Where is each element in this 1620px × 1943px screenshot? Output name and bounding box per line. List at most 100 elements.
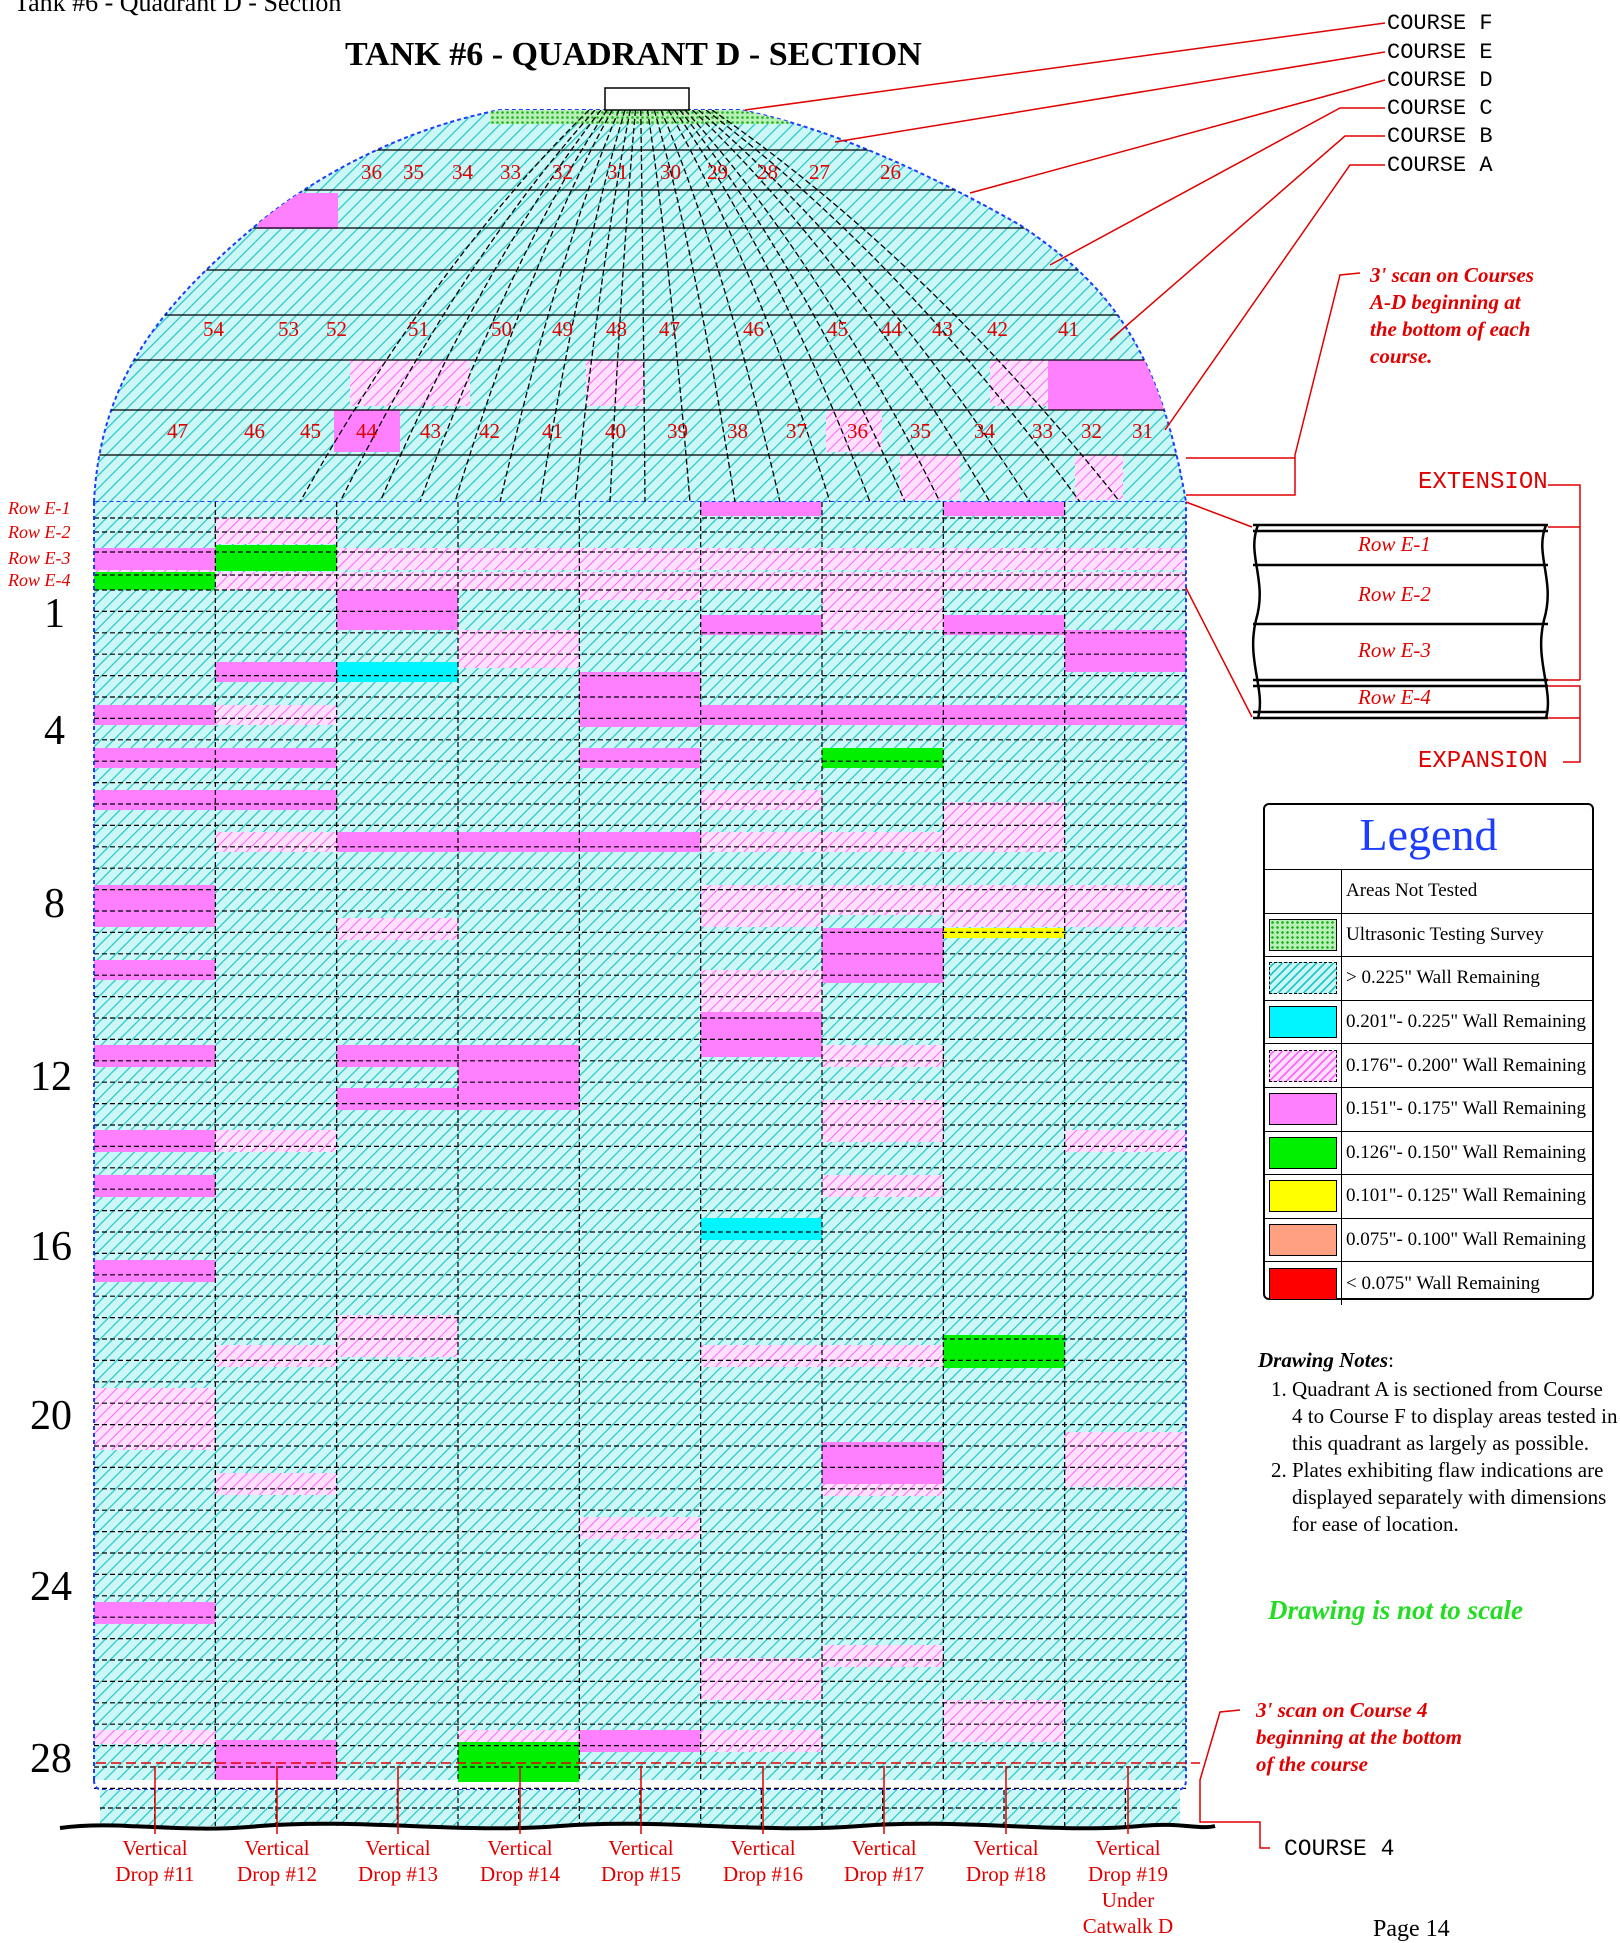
legend-label: 0.201"- 0.225" Wall Remaining	[1346, 1011, 1587, 1033]
plate-area	[822, 1442, 944, 1484]
course-number: 16	[30, 1224, 72, 1270]
dome-plate-number: 32	[552, 160, 573, 184]
expansion-label: EXPANSION	[1418, 748, 1548, 775]
dome-plate-number: 42	[479, 419, 500, 443]
plate-area	[94, 548, 216, 570]
legend-item: < 0.075" Wall Remaining	[1265, 1262, 1592, 1305]
dome-plate-number: 34	[452, 160, 473, 184]
extension-label: EXTENSION	[1418, 469, 1548, 496]
plate-area	[579, 1730, 701, 1752]
legend-label: 0.075"- 0.100" Wall Remaining	[1346, 1229, 1587, 1251]
note-item: Plates exhibiting flaw indications are d…	[1292, 1457, 1618, 1538]
legend-label: Areas Not Tested	[1346, 880, 1478, 902]
plate-area	[822, 928, 944, 983]
plate-area	[215, 1473, 337, 1495]
notes-heading: Drawing Notes	[1258, 1348, 1389, 1372]
row-label: Row E-2	[8, 522, 71, 542]
not-to-scale-note: Drawing is not to scale	[1268, 1595, 1524, 1625]
plate-area	[215, 1740, 337, 1780]
course-number: 20	[30, 1393, 72, 1439]
scan-note-top: 3' scan on Courses A-D beginning at the …	[1370, 263, 1534, 368]
legend-item: 0.201"- 0.225" Wall Remaining	[1265, 1000, 1592, 1045]
legend-swatch	[1269, 1006, 1337, 1039]
legend-label: < 0.075" Wall Remaining	[1346, 1272, 1540, 1294]
plate-area	[94, 1260, 216, 1282]
detail-row-label: Row E-4	[1358, 685, 1431, 709]
legend-item: > 0.225" Wall Remaining	[1265, 957, 1592, 1001]
page-header: Tank #6 - Quadrant D - Section	[14, 0, 342, 17]
plate-area	[943, 502, 1065, 516]
legend-swatch	[1269, 1180, 1337, 1213]
legend-swatch	[1269, 1224, 1337, 1257]
plate-area	[94, 1730, 216, 1744]
dome-plate-number: 36	[361, 160, 382, 184]
plate-area	[458, 1742, 580, 1782]
plate-area	[215, 662, 337, 682]
dome-plate-number: 30	[660, 160, 681, 184]
course-label-b: COURSE B	[1387, 124, 1493, 149]
course-label-a: COURSE A	[1387, 153, 1493, 178]
plate-area	[822, 748, 944, 768]
legend-swatch	[1269, 918, 1337, 951]
dome-plate-number: 33	[1032, 419, 1053, 443]
plate-area	[700, 832, 1065, 852]
dome-plate-number: 54	[203, 317, 224, 341]
scan-note-bottom: 3' scan on Course 4 beginning at the bot…	[1256, 1698, 1462, 1776]
plate-area	[700, 1012, 822, 1057]
course-number: 24	[30, 1564, 72, 1610]
dome-plate-number: 33	[500, 160, 521, 184]
plate-area	[94, 1045, 216, 1067]
legend-label: Ultrasonic Testing Survey	[1346, 923, 1544, 945]
dome-plate-number: 37	[786, 419, 807, 443]
legend-label: 0.101"- 0.125" Wall Remaining	[1346, 1185, 1587, 1207]
plate-area	[336, 662, 458, 682]
course-number: 1	[44, 591, 65, 637]
course-label-d: COURSE D	[1387, 68, 1493, 93]
course-label-f: COURSE F	[1387, 11, 1493, 36]
drawing-notes: Drawing Notes: Quadrant A is sectioned f…	[1258, 1347, 1618, 1538]
tank-shell	[59, 502, 1216, 1831]
dome-plate-number: 50	[491, 317, 512, 341]
course-4-label: COURSE 4	[1284, 1836, 1395, 1862]
course-number: 28	[30, 1736, 72, 1782]
dome-plate-number: 38	[727, 419, 748, 443]
legend-swatch	[1269, 1267, 1337, 1300]
row-label: Row E-4	[8, 570, 71, 590]
plate-area	[700, 1345, 944, 1367]
plate-area	[579, 590, 701, 600]
plate-area	[700, 790, 822, 810]
dome-plate-number: 42	[987, 317, 1008, 341]
legend-title: Legend	[1265, 805, 1592, 870]
dome-plate-number: 44	[356, 419, 377, 443]
page-number: Page 14	[1373, 1916, 1450, 1942]
plate-area	[943, 1700, 1065, 1742]
plate-area	[94, 1602, 216, 1624]
legend-item: 0.075"- 0.100" Wall Remaining	[1265, 1218, 1592, 1263]
course-number: 8	[44, 881, 65, 927]
plate-area	[215, 1345, 337, 1367]
dome-plate-number: 28	[757, 160, 778, 184]
dome-plate-number: 34	[974, 419, 995, 443]
plate-area	[94, 572, 216, 590]
dome-plate-number: 32	[1081, 419, 1102, 443]
dome-plate-number: 43	[420, 419, 441, 443]
legend-label: 0.176"- 0.200" Wall Remaining	[1346, 1054, 1587, 1076]
legend-item: 0.151"- 0.175" Wall Remaining	[1265, 1087, 1592, 1132]
course-label-c: COURSE C	[1387, 96, 1493, 121]
legend-label: 0.151"- 0.175" Wall Remaining	[1346, 1098, 1587, 1120]
dome-plate-number: 44	[881, 317, 902, 341]
dome-plate-number: 45	[300, 419, 321, 443]
dome-plate-number: 39	[667, 419, 688, 443]
plate-area	[579, 1517, 701, 1539]
course-label-e: COURSE E	[1387, 40, 1493, 65]
dome-plate-number: 47	[167, 419, 188, 443]
dome-plate-number: 40	[605, 419, 626, 443]
plate-area	[700, 615, 822, 635]
row-label: Row E-1	[8, 498, 71, 518]
dome-plate-number: 46	[743, 317, 764, 341]
